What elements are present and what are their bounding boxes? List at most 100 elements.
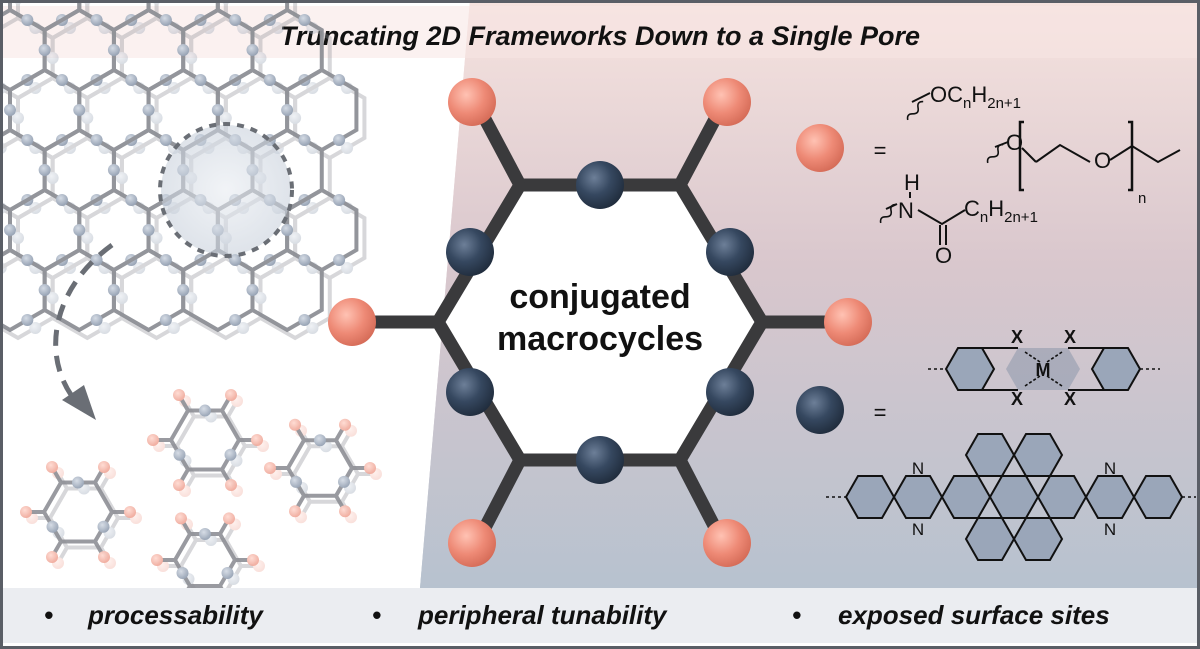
small-ring-peripheral-node xyxy=(339,505,351,518)
small-ring-peripheral-node xyxy=(46,460,58,473)
lattice-node xyxy=(167,82,180,94)
lattice-hexagon xyxy=(119,15,194,101)
arrowhead-icon xyxy=(62,385,96,420)
pyrazine-n: N xyxy=(1104,459,1116,478)
legend-equals-1: = xyxy=(874,138,887,163)
peg-oxygen-2: O xyxy=(1094,148,1111,173)
amide-oxygen: O xyxy=(935,243,952,268)
lattice-hexagon xyxy=(293,75,367,161)
lattice-node xyxy=(298,14,311,26)
lattice-node xyxy=(142,224,155,236)
lattice-node xyxy=(341,262,354,274)
bullet-bar xyxy=(0,588,1200,643)
bond xyxy=(1109,145,1133,161)
lattice-node xyxy=(298,254,311,266)
lattice-node xyxy=(81,232,94,244)
lattice-hexagon xyxy=(50,255,124,341)
lattice-node xyxy=(298,314,311,326)
lattice-node xyxy=(115,172,128,184)
lattice-node xyxy=(229,14,242,26)
lattice-node xyxy=(98,322,111,334)
highlighted-pore xyxy=(161,125,291,255)
lattice-node xyxy=(90,134,103,146)
small-ring-core-node xyxy=(72,476,84,489)
lattice-node xyxy=(159,134,172,146)
lattice-node xyxy=(150,112,163,124)
small-ring-core-node xyxy=(338,475,350,488)
lattice-node xyxy=(38,164,51,176)
macrocycle-scatter xyxy=(20,388,382,614)
bullet-marker: • xyxy=(372,600,381,630)
lattice-node xyxy=(281,224,294,236)
lattice-node xyxy=(202,262,215,274)
bond xyxy=(911,92,931,103)
small-ring-peripheral-node xyxy=(225,388,237,401)
wavy-bond-icon xyxy=(906,100,924,121)
lattice-node xyxy=(263,74,276,86)
bond xyxy=(994,141,1009,148)
lattice-node xyxy=(63,22,76,34)
lattice-node xyxy=(246,44,259,56)
macrocycle-pore xyxy=(438,185,762,460)
peg-bracket-right xyxy=(1128,120,1134,192)
pyrazine-n: N xyxy=(1104,520,1116,539)
lattice-hexagon xyxy=(189,255,263,341)
lattice-node xyxy=(333,254,346,266)
lattice-node xyxy=(125,194,138,206)
lattice-node xyxy=(159,14,172,26)
lattice-node xyxy=(4,224,16,236)
lattice-node xyxy=(46,52,59,64)
lattice-node xyxy=(29,202,42,214)
amide-n: N xyxy=(898,198,914,223)
lattice-node xyxy=(115,292,128,304)
lattice-node xyxy=(90,14,103,26)
lattice-node xyxy=(219,112,232,124)
bond xyxy=(885,203,898,210)
lattice-node xyxy=(177,44,190,56)
lattice-hexagon xyxy=(0,85,20,151)
lattice-node xyxy=(237,322,250,334)
pyrazine-fused-structure xyxy=(844,433,1184,561)
lattice-node xyxy=(333,194,346,206)
lattice-node xyxy=(159,254,172,266)
small-ring-peripheral-node xyxy=(173,388,185,401)
lattice-node xyxy=(29,322,42,334)
bullet-marker: • xyxy=(792,600,801,630)
peg-chain xyxy=(1035,143,1091,163)
small-ring-core-node xyxy=(46,520,59,533)
core-linker-node xyxy=(576,161,624,209)
peripheral-node xyxy=(448,78,496,126)
bond xyxy=(1021,147,1037,163)
small-ring-core-node xyxy=(290,475,302,488)
bullet-peripheral-tunability: peripheral tunability xyxy=(417,600,668,630)
svg-text:X: X xyxy=(1064,327,1076,347)
small-ring-backbone xyxy=(174,414,248,478)
small-macrocycle xyxy=(147,388,263,492)
substituent-legend: = OCnH2n+1 O O n H N O CnH2n+1 xyxy=(796,82,1181,268)
lattice-node xyxy=(21,254,34,266)
lattice-node xyxy=(63,142,76,154)
pore-dashed-circle xyxy=(158,122,294,258)
lattice-hexagon xyxy=(50,15,124,101)
lattice-node xyxy=(46,292,59,304)
lattice-node xyxy=(281,104,294,116)
lattice-hexagon xyxy=(293,195,367,281)
small-ring-peripheral-node xyxy=(20,506,32,518)
small-ring-peripheral-node xyxy=(364,462,376,474)
lattice-node xyxy=(177,284,190,296)
amide-chain xyxy=(917,209,966,226)
lattice-node xyxy=(81,112,94,124)
lattice-node xyxy=(229,254,242,266)
small-ring-core-node xyxy=(176,566,189,579)
lattice-node xyxy=(159,314,172,326)
small-ring-backbone xyxy=(291,444,361,504)
small-ring-core-node xyxy=(221,566,234,579)
small-ring-core-node xyxy=(173,448,186,461)
lattice-node xyxy=(133,262,146,274)
core-linker-node xyxy=(706,368,754,416)
lattice-node xyxy=(107,44,120,56)
amide-h: H xyxy=(904,170,920,195)
peripheral-node xyxy=(703,78,751,126)
